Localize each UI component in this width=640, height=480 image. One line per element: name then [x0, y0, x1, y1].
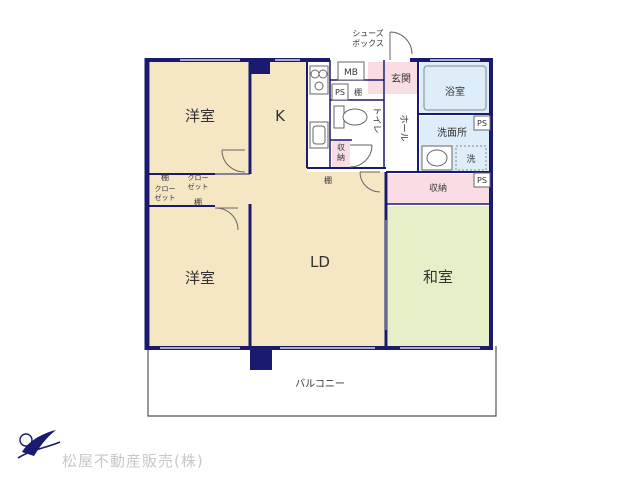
balcony-outline	[147, 346, 497, 417]
shelf-label-closet-top: 棚	[161, 172, 169, 182]
sink-icon	[309, 121, 329, 149]
room-label-bath: 浴室	[445, 85, 465, 98]
shelf-label-closet-bottom: 棚	[194, 197, 202, 207]
closet-label-left: クローゼット	[155, 185, 176, 202]
storage-label-vertical: 収納	[337, 142, 345, 162]
bird-logo-icon	[17, 430, 61, 459]
shelf-label-kitchen: 棚	[354, 87, 362, 97]
ps-label-storage: PS	[477, 176, 487, 185]
balcony-label: バルコニー	[295, 378, 345, 390]
ps-box-kitchen	[331, 83, 349, 101]
bathtub-icon	[423, 65, 487, 111]
room-label-western-bottom: 洋室	[185, 269, 215, 287]
closet-label-left-line: クロー	[155, 185, 176, 193]
room-label-entrance: 玄関	[391, 72, 411, 85]
kitchen-floor	[252, 62, 307, 174]
storage-label-vertical-line: 納	[337, 152, 345, 162]
ps-box-storage	[473, 172, 491, 188]
ps-box-bath	[473, 115, 491, 131]
closet-label-right: クローゼット	[188, 174, 209, 191]
storage-strip-floor	[388, 174, 490, 204]
kitchen-fixtures	[309, 65, 329, 149]
shoe-box-label-line: シューズ	[352, 28, 384, 38]
room-label-toilet: トイレ	[371, 106, 381, 133]
room-label-kitchen: K	[275, 107, 286, 125]
mb-label: MB	[344, 68, 358, 78]
room-label-western-top: 洋室	[185, 107, 215, 125]
toilet-icon	[333, 105, 368, 129]
room-label-ld: LD	[310, 253, 330, 271]
doors	[214, 31, 413, 330]
bath-floor	[420, 62, 490, 114]
shoe-box-floor	[368, 62, 384, 94]
ld-floor	[215, 172, 385, 346]
storage-label-vertical-line: 収	[337, 142, 345, 152]
closet-label-right-line: ゼット	[188, 182, 209, 191]
windows	[160, 59, 480, 349]
washing-machine-icon	[455, 145, 487, 171]
room-label-japanese: 和室	[423, 268, 453, 286]
room-label-hall: ホール	[398, 114, 409, 141]
western-room-top-floor	[150, 62, 250, 174]
shoe-box-label-line: ボックス	[352, 39, 384, 48]
entrance-floor	[385, 62, 418, 94]
wash-label: 洗	[466, 153, 475, 165]
stove-icon	[309, 65, 329, 95]
shoe-box-label: シューズボックス	[352, 28, 384, 48]
washbasin-icon	[421, 145, 453, 171]
japanese-room-floor	[388, 206, 490, 346]
closet-label-right-line: クロー	[188, 174, 209, 182]
mb-box	[337, 61, 365, 81]
closet-label-left-line: ゼット	[155, 193, 176, 202]
storage-v-floor	[332, 140, 350, 168]
shelf-label-ld: 棚	[324, 175, 332, 185]
closet-area-floor	[150, 174, 215, 208]
room-label-washroom: 洗面所	[437, 127, 467, 139]
storage-label-strip: 収納	[429, 182, 447, 194]
company-watermark: 松屋不動産販売(株)	[62, 452, 204, 470]
ps-label-kitchen: PS	[335, 88, 345, 97]
ps-label-bath: PS	[477, 119, 487, 128]
